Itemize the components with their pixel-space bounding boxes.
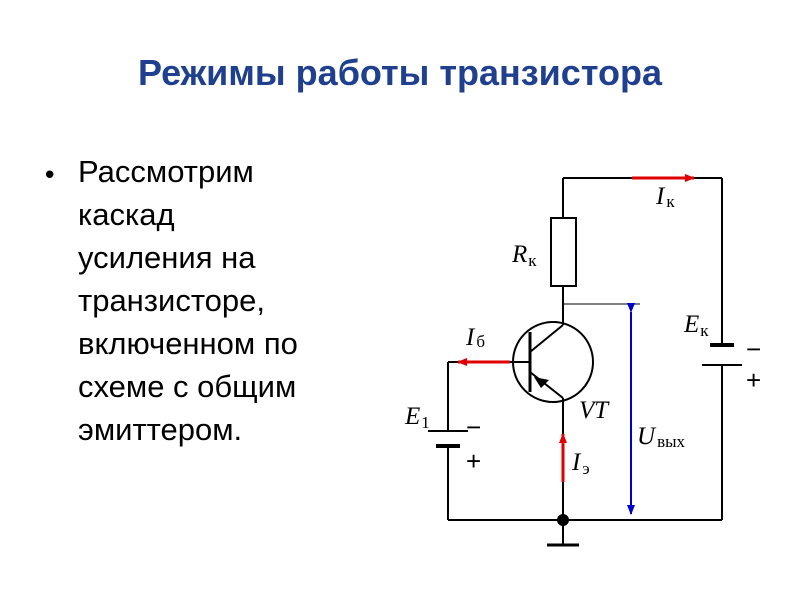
sign-ek-minus: −	[746, 334, 761, 364]
bullet-text: Рассмотрим каскад усиления на транзистор…	[78, 154, 298, 447]
label-rk: Rк	[511, 241, 537, 270]
transistor-emitter-lead	[529, 371, 564, 399]
label-ek: Eк	[683, 311, 709, 340]
resistor-rk	[550, 217, 577, 287]
sign-ek-plus: +	[746, 365, 761, 395]
battery-e1	[428, 430, 468, 448]
transistor-body	[512, 321, 594, 403]
sign-e1-plus: +	[466, 446, 481, 476]
transistor-vt	[512, 321, 594, 403]
bullet-point: •	[42, 161, 58, 191]
label-vt: VT	[579, 397, 610, 424]
label-e1: E1	[404, 403, 430, 432]
slide-title: Режимы работы транзистора	[137, 52, 662, 93]
wires	[447, 177, 723, 547]
sign-e1-minus: −	[466, 412, 481, 442]
emitter-arrow-icon	[534, 377, 549, 388]
transistor-collector-lead	[529, 324, 564, 353]
ground-node-dot	[557, 514, 569, 526]
battery-ek	[702, 343, 742, 366]
